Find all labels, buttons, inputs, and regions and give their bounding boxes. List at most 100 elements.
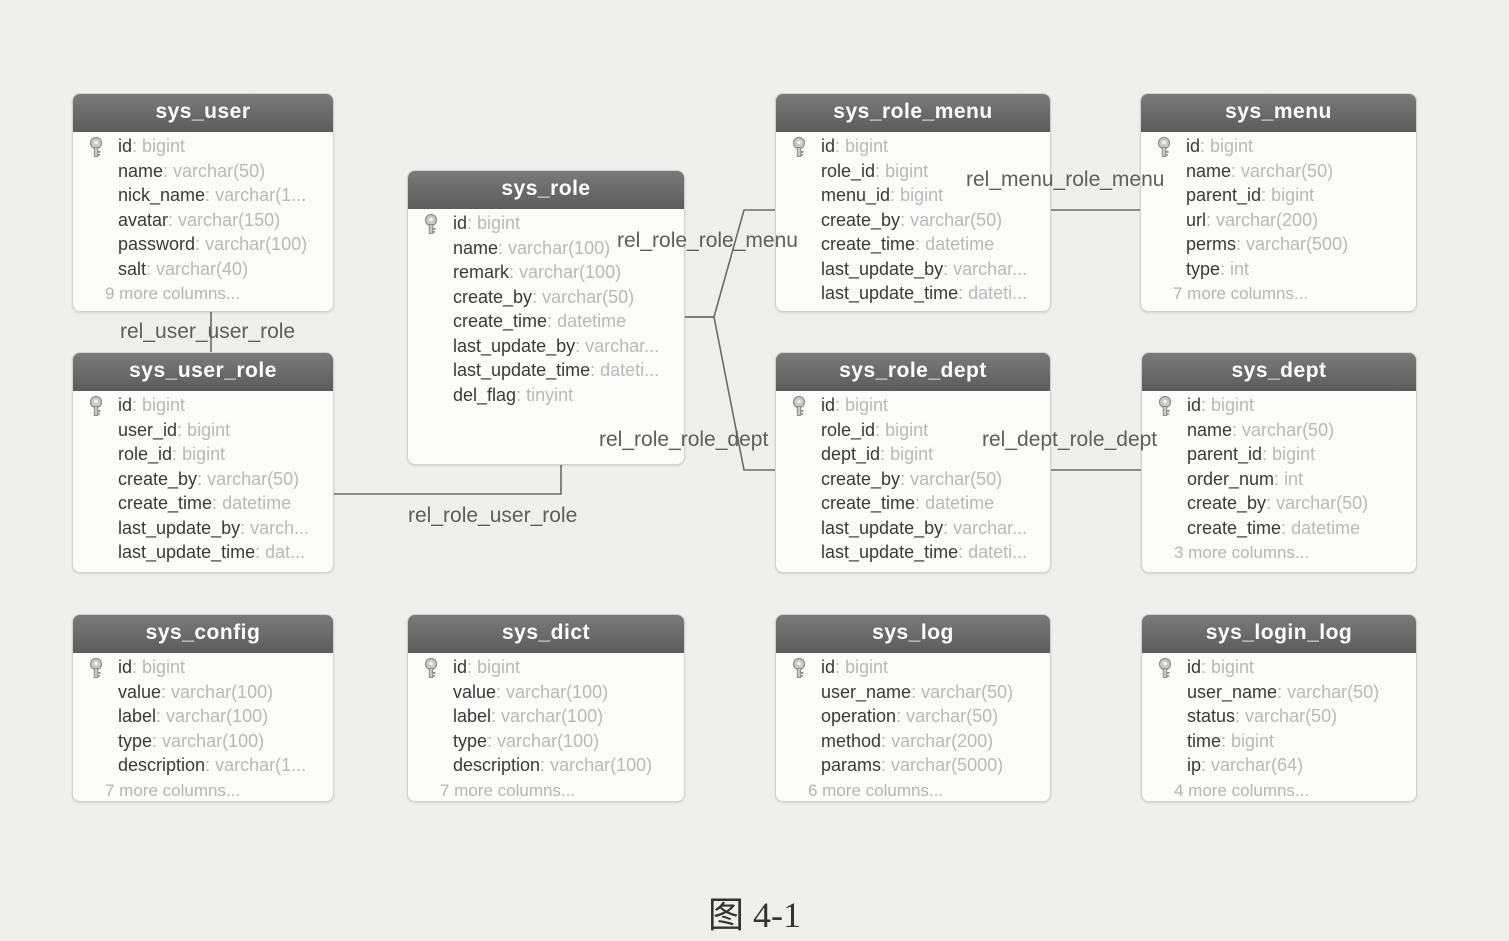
table-title[interactable]: sys_dept bbox=[1142, 353, 1416, 391]
column-row[interactable]: params: varchar(5000) bbox=[776, 753, 1050, 778]
column-row[interactable]: create_by: varchar(50) bbox=[408, 285, 684, 310]
column-row[interactable]: salt: varchar(40) bbox=[73, 257, 333, 282]
column-row[interactable]: role_id: bigint bbox=[73, 442, 333, 467]
column-row[interactable]: operation: varchar(50) bbox=[776, 704, 1050, 729]
more-columns-link[interactable]: 9 more columns... bbox=[105, 284, 241, 303]
table-title[interactable]: sys_login_log bbox=[1142, 615, 1416, 653]
column-row[interactable]: description: varchar(1... bbox=[73, 753, 333, 778]
column-row[interactable]: remark: varchar(100) bbox=[408, 260, 684, 285]
table-title[interactable]: sys_dict bbox=[408, 615, 684, 653]
column-row[interactable]: password: varchar(100) bbox=[73, 232, 333, 257]
column-row[interactable]: value: varchar(100) bbox=[73, 680, 333, 705]
column-row[interactable]: last_update_by: varchar... bbox=[776, 516, 1050, 541]
column-row[interactable]: last_update_time: dat... bbox=[73, 540, 333, 565]
column-row[interactable]: time: bigint bbox=[1142, 729, 1416, 754]
column-row[interactable]: name: varchar(50) bbox=[1142, 418, 1416, 443]
column-row[interactable]: last_update_by: varch... bbox=[73, 516, 333, 541]
column-row[interactable]: role_id: bigint bbox=[776, 159, 1050, 184]
column-row[interactable]: type: int bbox=[1141, 257, 1416, 282]
column-row[interactable]: create_by: varchar(50) bbox=[73, 467, 333, 492]
column-row[interactable]: create_by: varchar(50) bbox=[776, 208, 1050, 233]
column-row[interactable]: order_num: int bbox=[1142, 467, 1416, 492]
primary-key-column[interactable]: id: bigint bbox=[776, 655, 1050, 680]
column-row[interactable]: create_time: datetime bbox=[408, 309, 684, 334]
column-row[interactable]: parent_id: bigint bbox=[1142, 442, 1416, 467]
table-title[interactable]: sys_user bbox=[73, 94, 333, 132]
column-row[interactable]: url: varchar(200) bbox=[1141, 208, 1416, 233]
primary-key-column[interactable]: id: bigint bbox=[408, 211, 684, 236]
column-row[interactable]: type: varchar(100) bbox=[408, 729, 684, 754]
column-row[interactable]: role_id: bigint bbox=[776, 418, 1050, 443]
column-row[interactable]: menu_id: bigint bbox=[776, 183, 1050, 208]
column-row[interactable]: name: varchar(100) bbox=[408, 236, 684, 261]
table-title[interactable]: sys_config bbox=[73, 615, 333, 653]
more-columns-link[interactable]: 7 more columns... bbox=[105, 780, 241, 800]
column-row[interactable]: nick_name: varchar(1... bbox=[73, 183, 333, 208]
primary-key-column[interactable]: id: bigint bbox=[1141, 134, 1416, 159]
column-row[interactable]: dept_id: bigint bbox=[776, 442, 1050, 467]
table-title[interactable]: sys_log bbox=[776, 615, 1050, 653]
primary-key-column[interactable]: id: bigint bbox=[73, 134, 333, 159]
primary-key-column[interactable]: id: bigint bbox=[73, 393, 333, 418]
column-row[interactable]: parent_id: bigint bbox=[1141, 183, 1416, 208]
primary-key-column[interactable]: id: bigint bbox=[776, 393, 1050, 418]
more-columns-link[interactable]: 7 more columns... bbox=[440, 780, 576, 800]
table-title[interactable]: sys_role_dept bbox=[776, 353, 1050, 391]
more-columns-link[interactable]: 4 more columns... bbox=[1174, 780, 1310, 800]
table-title[interactable]: sys_user_role bbox=[73, 353, 333, 391]
column-row[interactable]: method: varchar(200) bbox=[776, 729, 1050, 754]
column-row[interactable]: user_name: varchar(50) bbox=[1142, 680, 1416, 705]
column-row[interactable]: last_update_time: dateti... bbox=[776, 540, 1050, 565]
more-columns-link[interactable]: 3 more columns... bbox=[1174, 543, 1310, 562]
column-row[interactable]: user_id: bigint bbox=[73, 418, 333, 443]
column-row[interactable]: create_time: datetime bbox=[73, 491, 333, 516]
primary-key-column[interactable]: id: bigint bbox=[776, 134, 1050, 159]
column-row[interactable]: create_time: datetime bbox=[776, 232, 1050, 257]
column-row[interactable]: label: varchar(100) bbox=[73, 704, 333, 729]
column-row[interactable]: ip: varchar(64) bbox=[1142, 753, 1416, 778]
primary-key-column[interactable]: id: bigint bbox=[1142, 393, 1416, 418]
column-row[interactable]: create_time: datetime bbox=[776, 491, 1050, 516]
column-row[interactable]: last_update_time: dateti... bbox=[408, 358, 684, 383]
more-columns-link[interactable]: 6 more columns... bbox=[808, 780, 944, 800]
column-row[interactable]: last_update_by: varchar... bbox=[408, 334, 684, 359]
column-row[interactable]: label: varchar(100) bbox=[408, 704, 684, 729]
column-row[interactable]: name: varchar(50) bbox=[1141, 159, 1416, 184]
column-row[interactable]: description: varchar(100) bbox=[408, 753, 684, 778]
column-row[interactable]: create_time: datetime bbox=[1142, 516, 1416, 541]
primary-key-column[interactable]: id: bigint bbox=[408, 655, 684, 680]
column-row[interactable]: value: varchar(100) bbox=[408, 680, 684, 705]
rel-label-role-user-role: rel_role_user_role bbox=[408, 504, 578, 527]
column-name: operation bbox=[821, 706, 897, 726]
more-columns-link[interactable]: 7 more columns... bbox=[1173, 284, 1309, 303]
column-row[interactable]: status: varchar(50) bbox=[1142, 704, 1416, 729]
column-type: varchar(100) bbox=[506, 681, 609, 702]
column-separator: : bbox=[896, 706, 907, 726]
column-row[interactable]: last_update_time: dateti... bbox=[776, 281, 1050, 306]
primary-key-column[interactable]: id: bigint bbox=[73, 655, 333, 680]
column-row[interactable]: user_name: varchar(50) bbox=[776, 680, 1050, 705]
column-row[interactable]: type: varchar(100) bbox=[73, 729, 333, 754]
column-row[interactable]: create_by: varchar(50) bbox=[1142, 491, 1416, 516]
table-title[interactable]: sys_role bbox=[408, 171, 684, 209]
column-row[interactable]: perms: varchar(500) bbox=[1141, 232, 1416, 257]
column-row[interactable]: last_update_by: varchar... bbox=[776, 257, 1050, 282]
column-row[interactable]: del_flag: tinyint bbox=[408, 383, 684, 408]
table-title[interactable]: sys_role_menu bbox=[776, 94, 1050, 132]
primary-key-column[interactable]: id: bigint bbox=[1142, 655, 1416, 680]
column-row[interactable]: name: varchar(50) bbox=[73, 159, 333, 184]
column-row[interactable]: create_by: varchar(50) bbox=[776, 467, 1050, 492]
column-row[interactable]: avatar: varchar(150) bbox=[73, 208, 333, 233]
table-title[interactable]: sys_menu bbox=[1141, 94, 1416, 132]
